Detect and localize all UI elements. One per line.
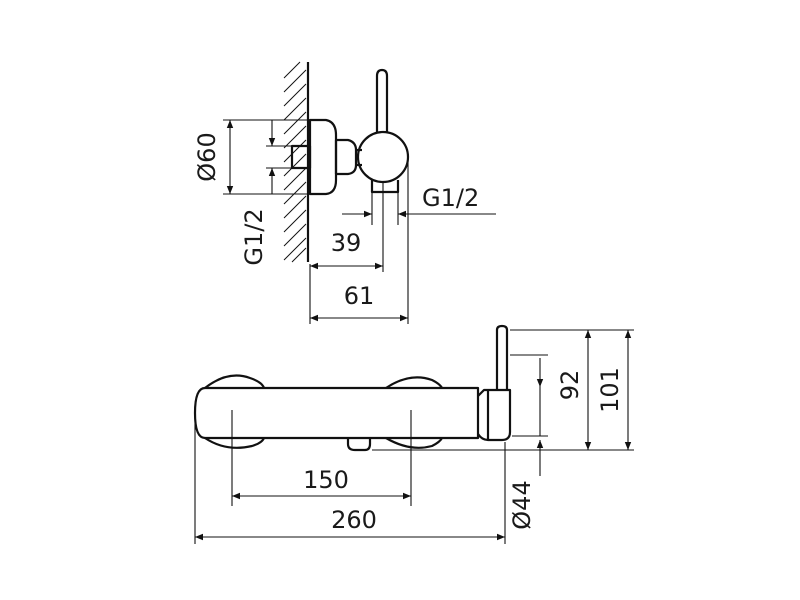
label-thread-right: G1/2	[422, 184, 479, 212]
dim-height-92: 92	[556, 330, 592, 450]
handle-body	[356, 130, 410, 184]
dim-diameter-60: Ø60	[193, 119, 312, 195]
label-thread-left: G1/2	[240, 208, 268, 265]
label-depth-61: 61	[344, 282, 375, 310]
outlet-spout	[370, 180, 400, 194]
label-centers-150: 150	[303, 466, 349, 494]
label-length-260: 260	[331, 506, 377, 534]
label-diameter-60: Ø60	[193, 132, 221, 181]
front-view: 150 260 92 101 Ø44	[193, 324, 634, 544]
label-diameter-44: Ø44	[508, 480, 536, 529]
right-escutcheon	[385, 376, 443, 389]
mixer-body	[193, 386, 480, 440]
dim-centers-150: 150	[232, 466, 411, 500]
dim-depth-61: 61	[309, 160, 409, 324]
dim-thread-right: G1/2	[342, 184, 496, 225]
handle-lever	[375, 68, 389, 133]
bottom-outlet	[346, 438, 372, 452]
label-depth-39: 39	[331, 229, 362, 257]
left-escutcheon	[204, 374, 266, 389]
dim-diameter-44: Ø44	[508, 358, 544, 530]
dim-length-260: 260	[194, 420, 506, 544]
handle-cartridge	[477, 388, 512, 442]
wall-flange	[308, 118, 338, 196]
label-height-101: 101	[596, 367, 624, 413]
connector-nut	[334, 138, 358, 176]
dim-depth-39: 39	[310, 183, 384, 272]
handle-lever-front	[495, 324, 509, 390]
dim-height-101: 101	[596, 330, 632, 450]
label-height-92: 92	[556, 370, 584, 401]
side-view: Ø60 G1/2 G1/2 39 61	[193, 61, 496, 324]
dim-thread-left: G1/2	[240, 120, 294, 266]
wall-hatching	[283, 61, 310, 263]
